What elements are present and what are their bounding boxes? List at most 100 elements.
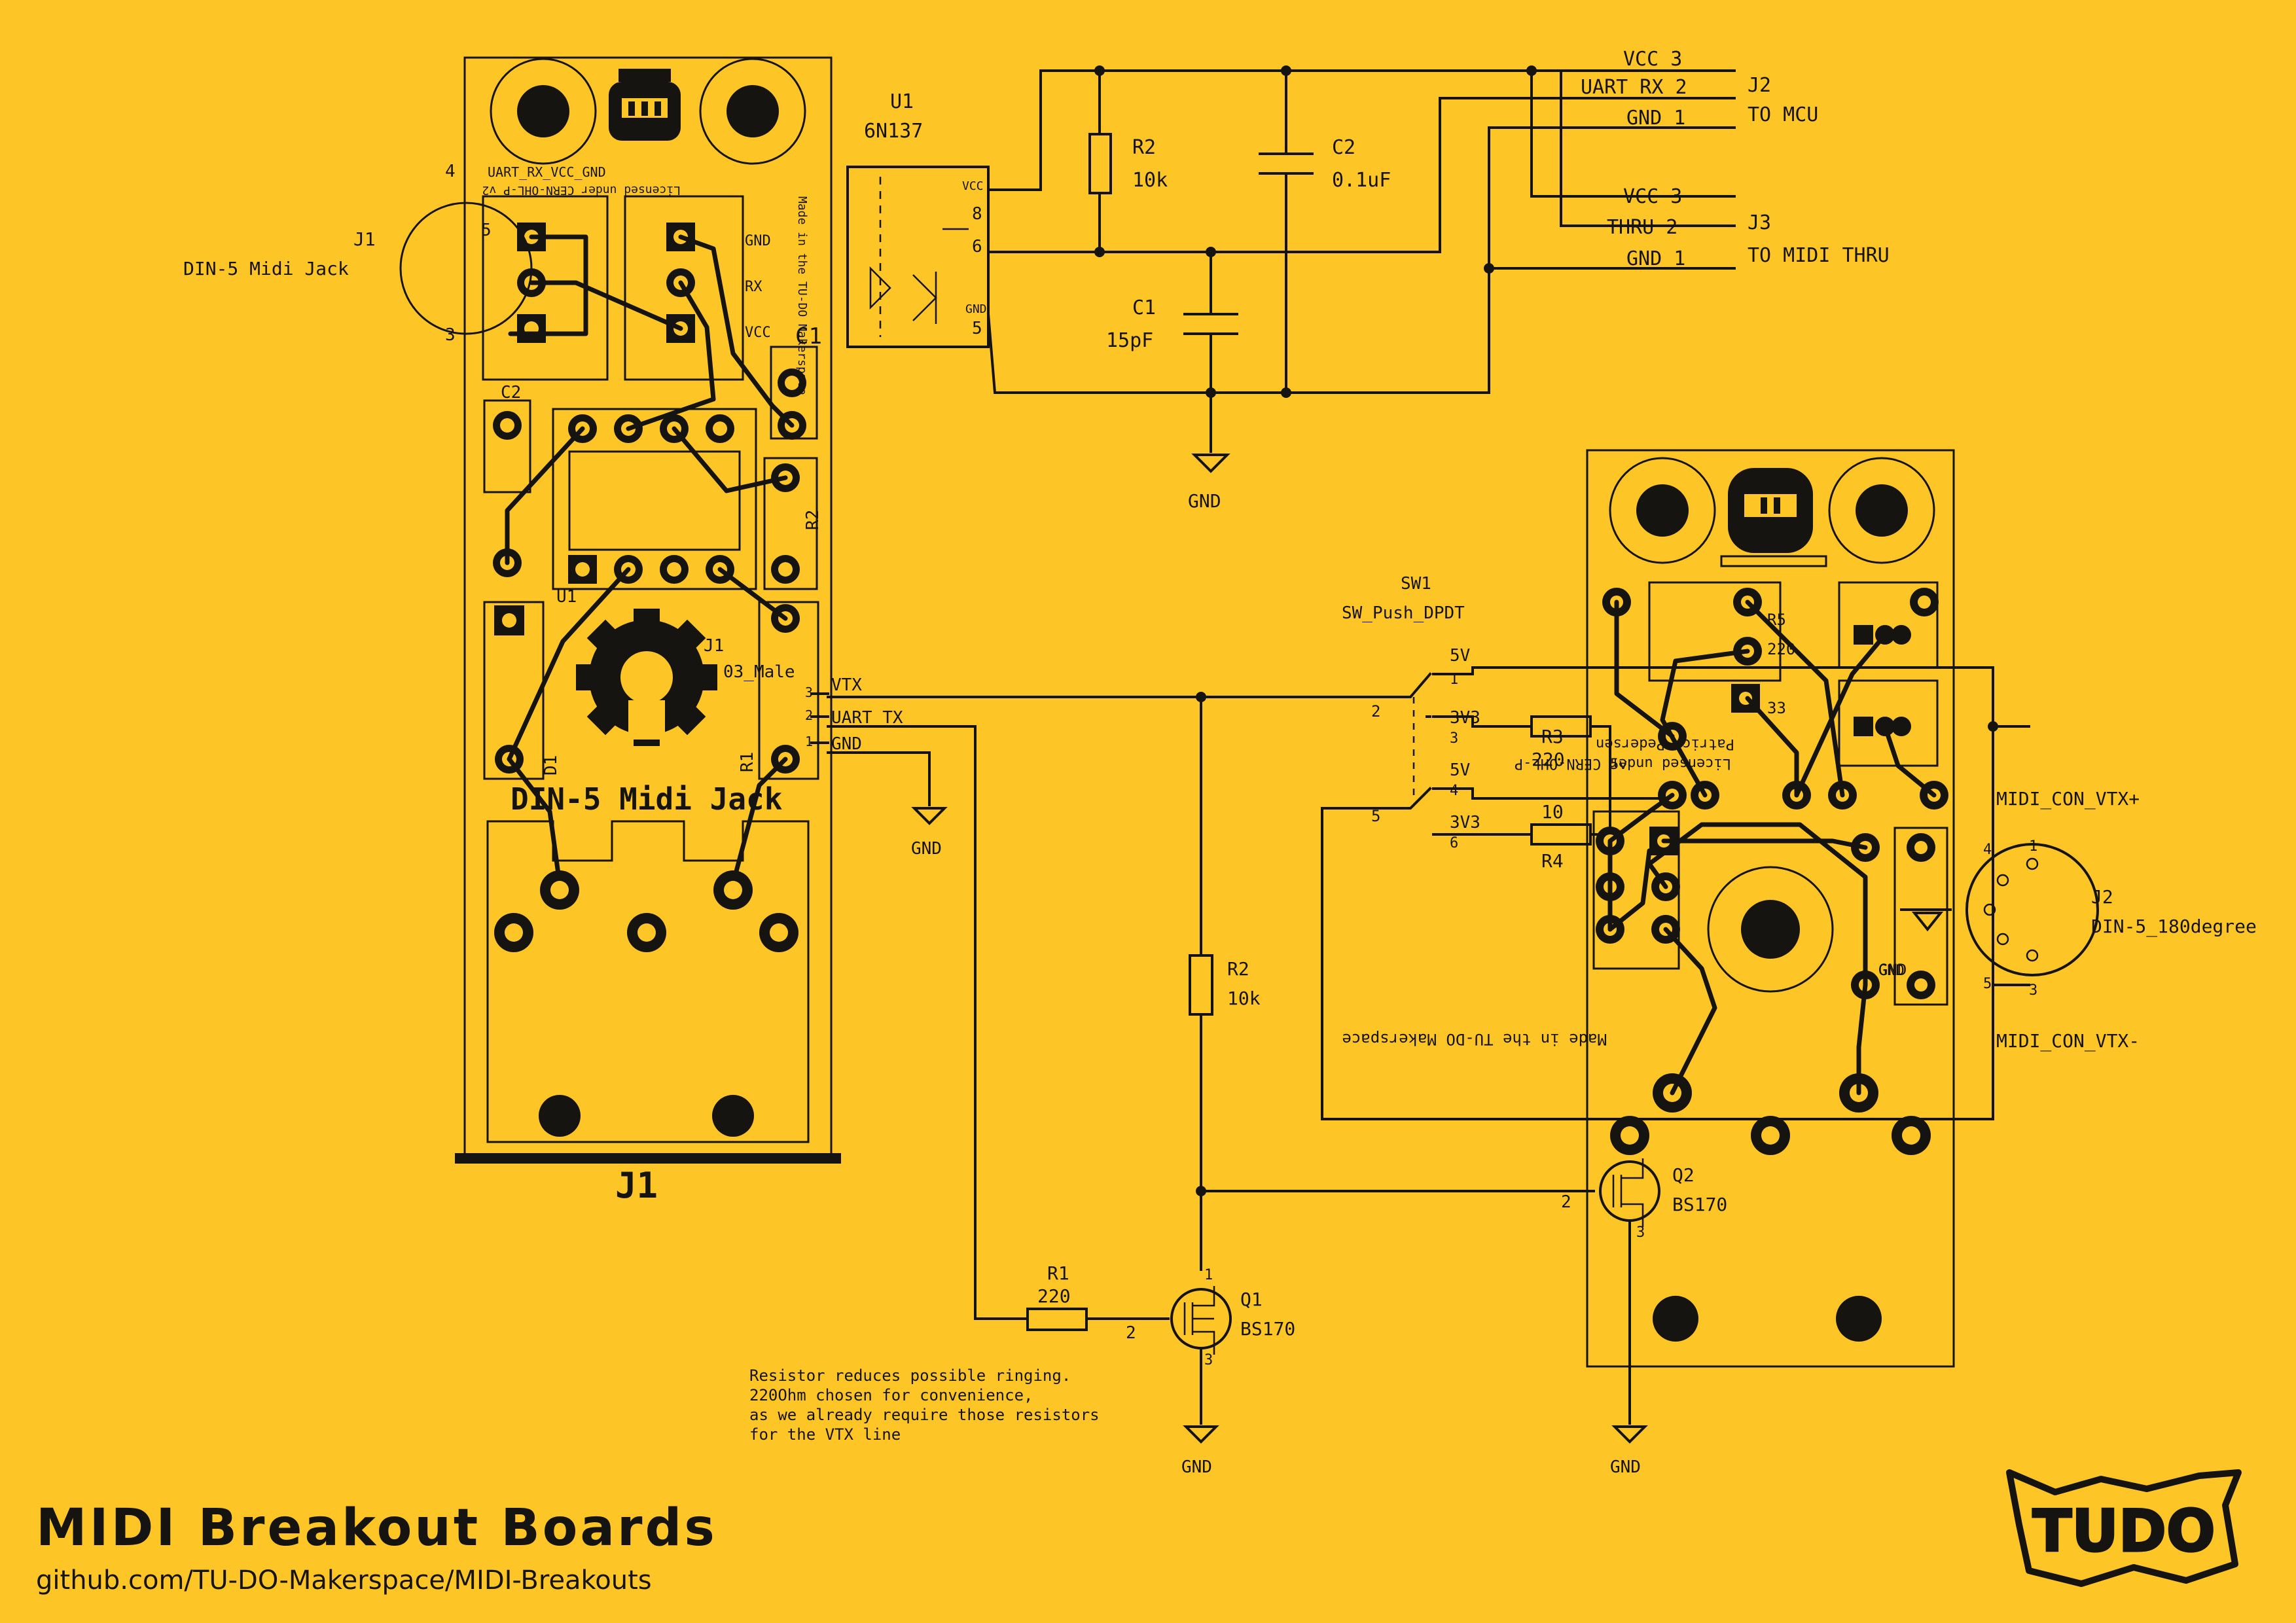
in-silk-u1: U1 xyxy=(556,587,577,607)
in-silk-license: Licensed under CERN-OHL-P v2 xyxy=(482,183,681,197)
in-jack-footprint xyxy=(482,195,609,381)
sch-sw-pin3: 3 xyxy=(1450,730,1458,747)
sch-gnd-label-4: GND xyxy=(1610,1457,1641,1477)
sch-gnd-symbol-3 xyxy=(1183,1425,1219,1444)
sch-midi-minus: MIDI_CON_VTX- xyxy=(1996,1030,2140,1052)
in-silk-c2: C2 xyxy=(501,383,521,402)
sch-sw-pin6: 6 xyxy=(1450,835,1458,851)
sch-sw-5v-b: 5V xyxy=(1450,760,1470,780)
sch-gnd-symbol-4 xyxy=(1611,1425,1648,1444)
sch-wire-vcc xyxy=(987,69,1533,191)
sch-sw1-ref: SW1 xyxy=(1401,574,1431,594)
sch-q1-pin1: 1 xyxy=(1204,1267,1213,1283)
in-trace-10 xyxy=(507,757,562,886)
sch-r2-value: 10k xyxy=(1132,169,1168,192)
sch-j2-pin2: UART_RX 2 xyxy=(1581,76,1687,99)
sch-gnd-label-1: GND xyxy=(1188,490,1221,512)
sch-r4-value: 10 xyxy=(1541,801,1564,823)
sch-sw-3v3-a: 3V3 xyxy=(1450,708,1480,728)
sch-j2-pin5: 5 xyxy=(1983,976,1992,992)
sch-j2-pin4: 4 xyxy=(1983,842,1992,858)
sch-wire-gnd-out xyxy=(827,751,931,806)
in-mount-hole-left xyxy=(517,85,569,137)
sch-sw-pin2: 2 xyxy=(1371,702,1380,721)
sch-j2-pin1: 1 xyxy=(2029,838,2037,855)
midi-out-pcb: R5 220 33 5v Made in the TU-DO Makerspac… xyxy=(1342,449,1955,1368)
in-silk-r2: R2 xyxy=(803,510,823,530)
midi-in-schematic: J1 DIN-5 Midi Jack 3 4 5 U1 6N137 VCC GN… xyxy=(183,48,1890,512)
out-silk-r5: R5 xyxy=(1767,611,1786,629)
sch-j2-out-value: DIN-5_180degree xyxy=(2091,916,2257,938)
in-jack-symbol xyxy=(399,202,533,335)
sch-j3-pin2: THRU 2 xyxy=(1607,216,1677,239)
in-silk-uart: UART_RX_VCC_GND xyxy=(488,164,606,180)
sch-j2-ref: J2 xyxy=(1748,74,1771,97)
in-c2-footprint xyxy=(483,399,531,493)
sch-sw-pin5: 5 xyxy=(1371,807,1380,825)
sch-c2-ref: C2 xyxy=(1332,136,1355,159)
sch-q1-value: BS170 xyxy=(1240,1318,1295,1340)
sch-r4-resistor xyxy=(1530,823,1592,846)
out-silk-5v: 5v xyxy=(1610,757,1628,773)
open-hardware-gear-icon xyxy=(576,609,717,746)
sch-r2-ref: R2 xyxy=(1132,136,1156,159)
sch-q1-pin2: 2 xyxy=(1126,1323,1136,1343)
sch-j1-pin5: 5 xyxy=(481,221,492,240)
in-silk-vcc: VCC xyxy=(745,325,771,341)
sch-wire-uart-tx xyxy=(827,725,1029,1320)
sch-out-r2-value: 10k xyxy=(1227,988,1261,1009)
sch-r3-ref: R3 xyxy=(1541,726,1564,747)
sch-sw-pin4: 4 xyxy=(1450,783,1458,799)
sch-wire-thru xyxy=(1560,69,1703,227)
sch-q2-ref: Q2 xyxy=(1672,1164,1695,1186)
sch-j3-pin1: GND 1 xyxy=(1626,247,1685,270)
sch-q2-pin2: 2 xyxy=(1561,1192,1571,1212)
sch-note-line-4: for the VTX line xyxy=(749,1425,901,1444)
sch-j2-value: TO MCU xyxy=(1748,103,1818,126)
sch-u1-body xyxy=(846,166,990,348)
in-u1-footprint xyxy=(552,408,757,590)
out-silk-220: 220 xyxy=(1767,640,1795,658)
in-silk-jack-label: DIN-5 Midi Jack xyxy=(511,781,782,817)
sch-u1-ref: U1 xyxy=(890,90,914,113)
sch-j2-din-symbol xyxy=(1965,843,2099,976)
in-d1-footprint xyxy=(483,601,545,780)
sch-u1-gnd-label: GND xyxy=(965,302,987,316)
sch-j2-pin3: VCC 3 xyxy=(1623,48,1682,71)
sch-u1-pin8: 8 xyxy=(972,204,982,224)
out-mascot-logo xyxy=(1720,468,1827,567)
in-trace-3 xyxy=(678,234,795,428)
sch-c1-ref: C1 xyxy=(1132,296,1156,319)
sch-u1-pin6: 6 xyxy=(972,237,982,257)
sch-wire-gnd xyxy=(986,126,1533,394)
sch-wire-vcc2 xyxy=(1530,69,1664,198)
sch-u1-value: 6N137 xyxy=(864,120,923,143)
out-silk-author: Patrick Pedersen xyxy=(1596,736,1734,752)
sch-j3-value: TO MIDI THRU xyxy=(1748,244,1890,267)
sch-q1-pin3: 3 xyxy=(1204,1352,1213,1368)
in-trace-2 xyxy=(529,280,683,331)
sch-out-gnd-net: GND xyxy=(831,734,862,754)
out-pcb-outline xyxy=(1586,449,1955,1368)
in-silk-r1: R1 xyxy=(738,752,757,772)
sch-out-uart-tx: UART_TX xyxy=(831,708,903,728)
in-silk-j1-large: J1 xyxy=(615,1165,658,1206)
sch-out-r1-ref: R1 xyxy=(1047,1262,1069,1284)
sch-r3-value: 220 xyxy=(1532,749,1565,770)
midi-in-pcb: J1 DIN-5 Midi Jack C2 C1 U1 R2 R1 D1 J1 … xyxy=(399,56,841,1206)
in-trace-4 xyxy=(626,280,716,431)
sch-out-pin1: 1 xyxy=(805,734,813,749)
sch-sw-3v3-b: 3V3 xyxy=(1450,813,1480,832)
sch-j1-pin4: 4 xyxy=(445,162,456,181)
in-silk-gnd: GND xyxy=(745,233,771,249)
in-trace-7 xyxy=(507,567,631,762)
sch-j1-pin3: 3 xyxy=(445,325,456,345)
sch-j2-gnd: GND xyxy=(1878,961,1907,979)
in-mount-ring-right xyxy=(699,58,806,165)
tudo-logo-text: TUDO xyxy=(2032,1497,2215,1565)
page-title: MIDI Breakout Boards xyxy=(36,1499,717,1558)
repo-link[interactable]: github.com/TU-DO-Makerspace/MIDI-Breakou… xyxy=(36,1565,652,1596)
midi-out-schematic: 3 2 1 VTX UART_TX GND GND R2 10k R1 220 … xyxy=(749,574,2257,1477)
sch-gnd-symbol-1 xyxy=(1191,454,1230,473)
out-silk-made: Made in the TU-DO Makerspace xyxy=(1342,1030,1607,1048)
